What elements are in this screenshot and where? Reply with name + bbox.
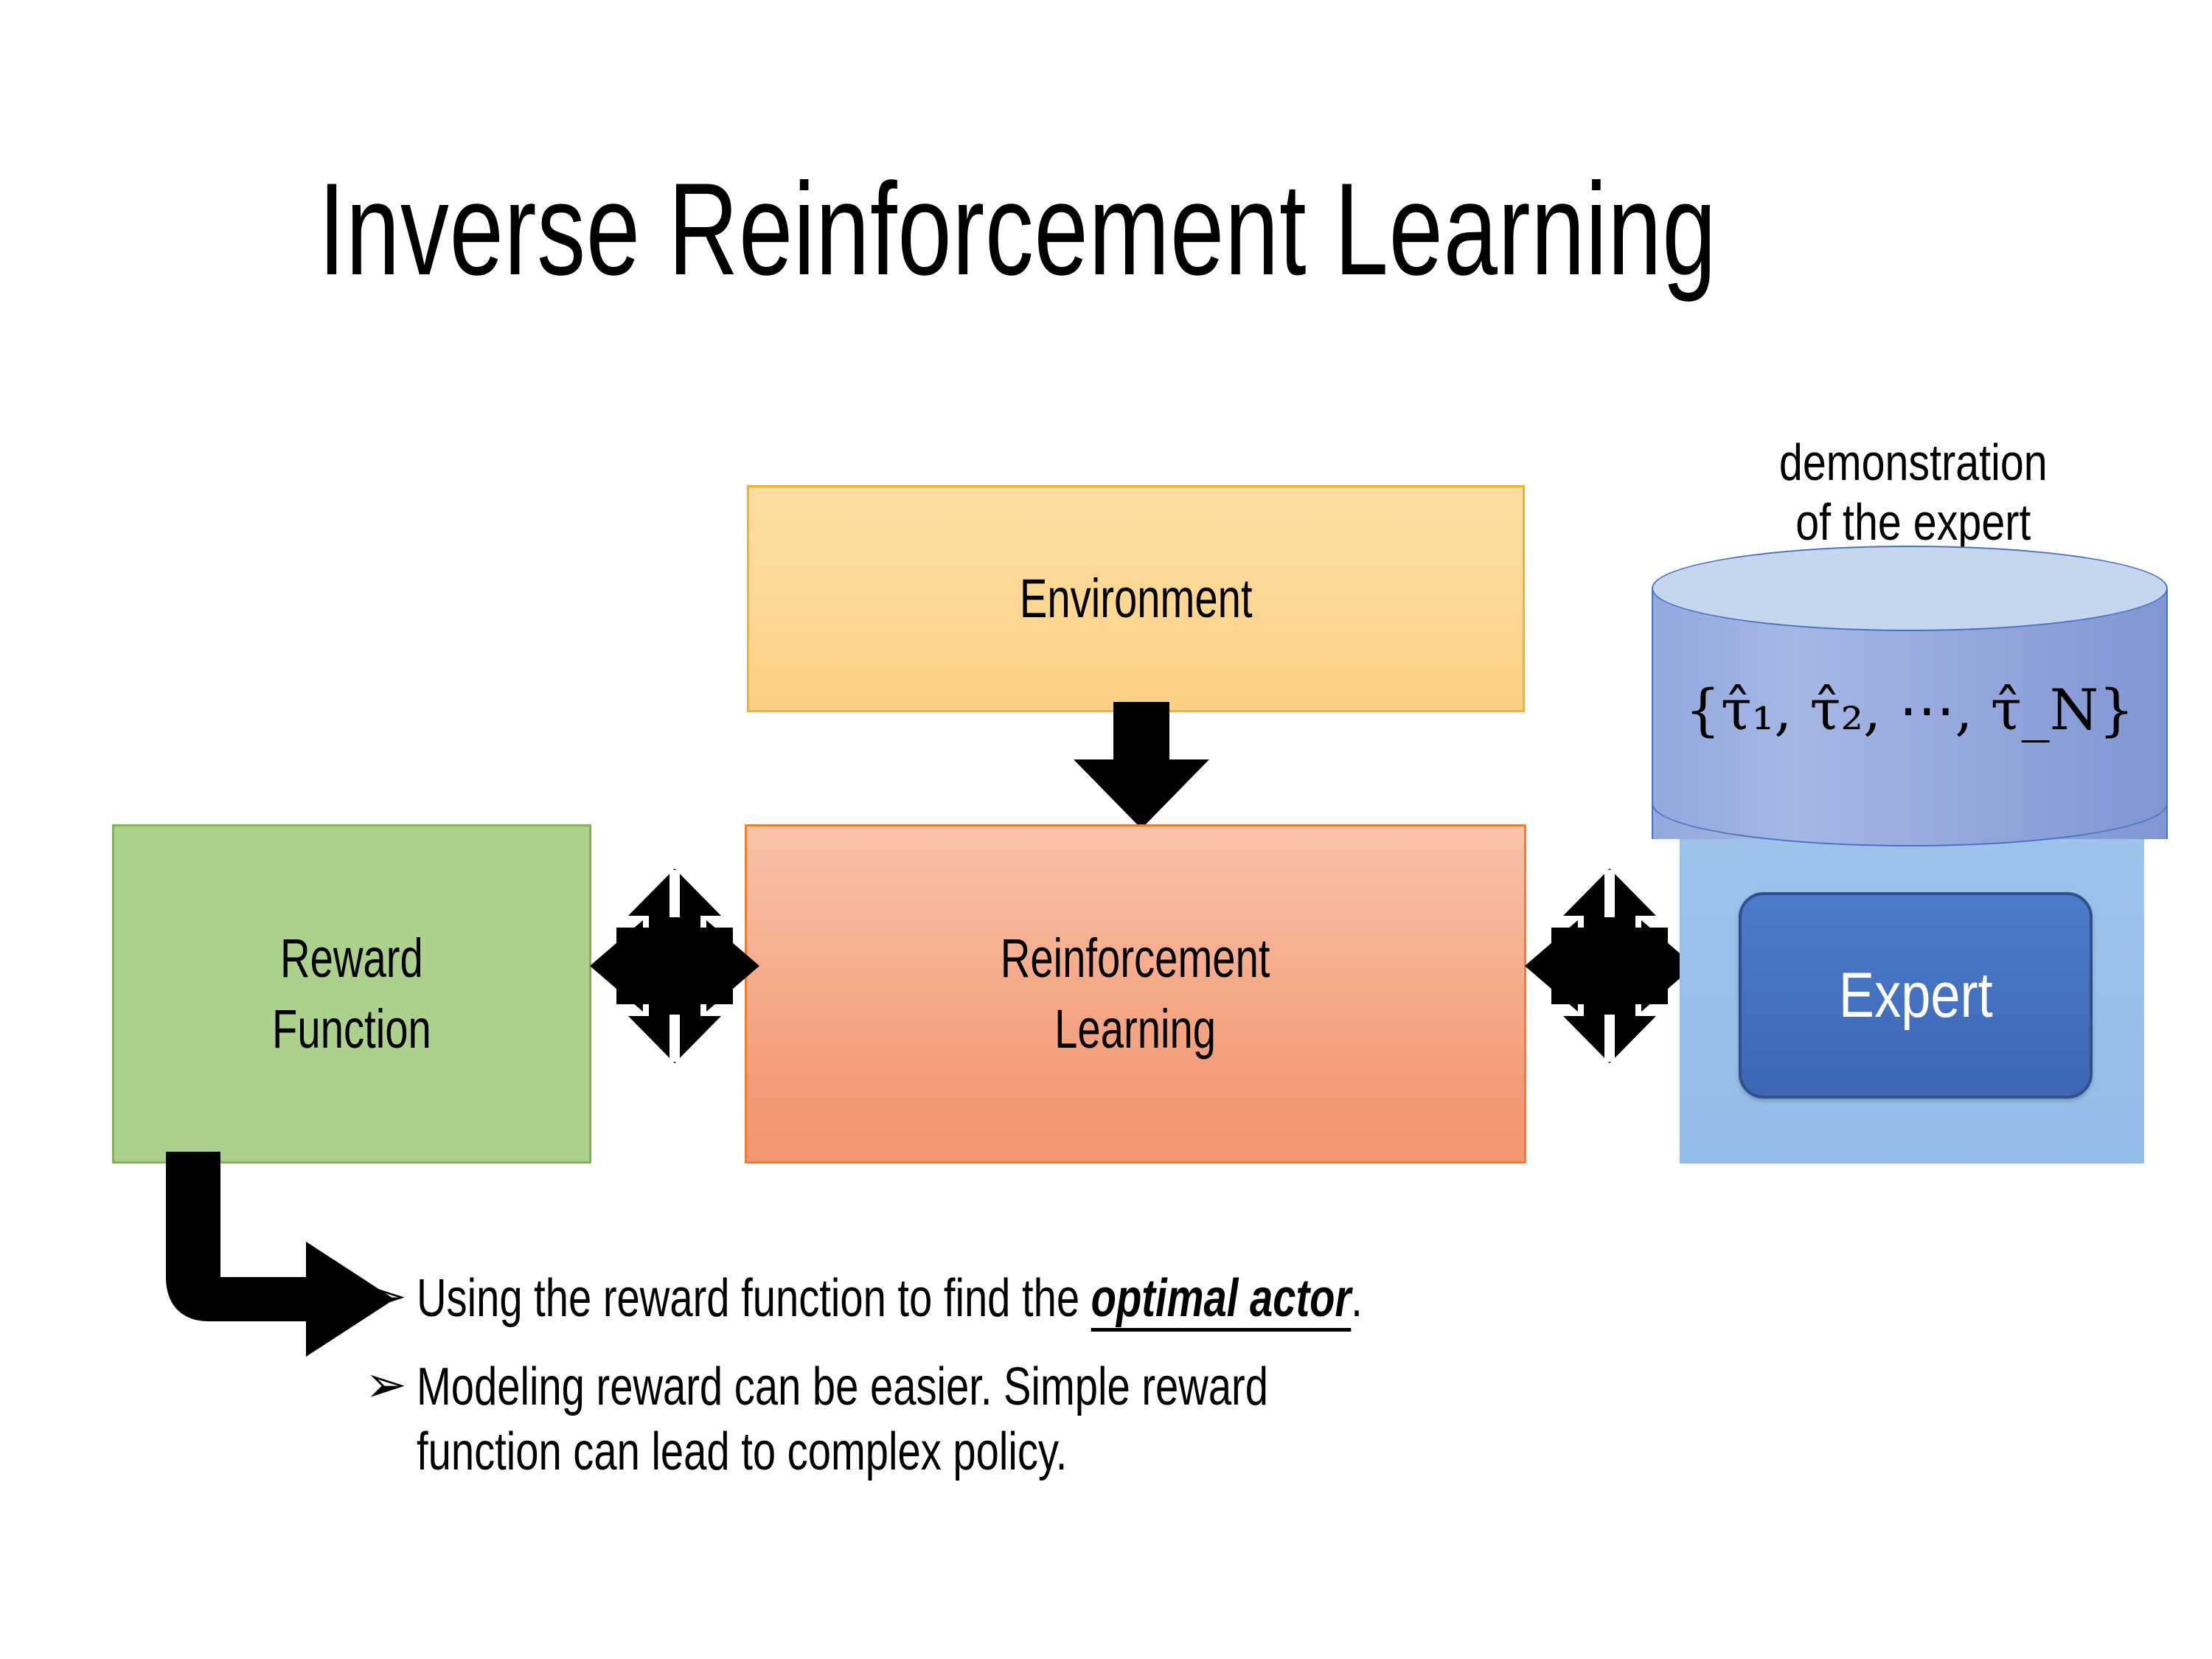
- reward-function-label: Reward Function: [272, 927, 431, 1060]
- demonstration-caption: demonstration of the expert: [1622, 373, 2205, 553]
- bullet-text: Modeling reward can be easier. Simple re…: [417, 1357, 1268, 1481]
- demonstration-caption-text: demonstration of the expert: [1779, 434, 2048, 552]
- list-item: ➢ Using the reward function to find the …: [365, 1267, 2135, 1332]
- bullet-emphasis: optimal actor: [1091, 1269, 1352, 1328]
- list-item: ➢ Modeling reward can be easier. Simple …: [365, 1355, 2135, 1485]
- demonstration-cylinder: {τ̂₁, τ̂₂, ⋯, τ̂_N}: [1652, 546, 2168, 855]
- reinforcement-learning-box[interactable]: Reinforcement Learning: [745, 824, 1526, 1164]
- bullet-list: ➢ Using the reward function to find the …: [365, 1267, 2135, 1508]
- bullet-prefix: Using the reward function to find the: [417, 1269, 1091, 1328]
- expert-box[interactable]: Expert: [1739, 892, 2093, 1099]
- reinforcement-learning-label: Reinforcement Learning: [1001, 927, 1270, 1060]
- reward-function-box[interactable]: Reward Function: [112, 824, 591, 1164]
- bullet-suffix: .: [1351, 1269, 1363, 1328]
- quad-arrow-icon: [590, 869, 759, 1063]
- expert-label: Expert: [1838, 959, 1993, 1031]
- page-title: Inverse Reinforcement Learning: [318, 156, 1717, 302]
- quad-arrow-icon: [1525, 869, 1694, 1063]
- trajectory-set-formula: {τ̂₁, τ̂₂, ⋯, τ̂_N}: [1685, 677, 2135, 742]
- bullet-marker-icon: ➢: [365, 1356, 407, 1413]
- bullet-marker-icon: ➢: [365, 1268, 407, 1324]
- environment-box[interactable]: Environment: [747, 485, 1525, 712]
- environment-label: Environment: [1019, 567, 1253, 629]
- cylinder-top-ellipse: [1652, 546, 2168, 631]
- bullet-text: Using the reward function to find the op…: [417, 1267, 1756, 1332]
- down-arrow-icon: [1074, 702, 1209, 829]
- elbow-arrow-icon: [166, 1152, 394, 1357]
- cylinder-bottom: [1652, 759, 2168, 846]
